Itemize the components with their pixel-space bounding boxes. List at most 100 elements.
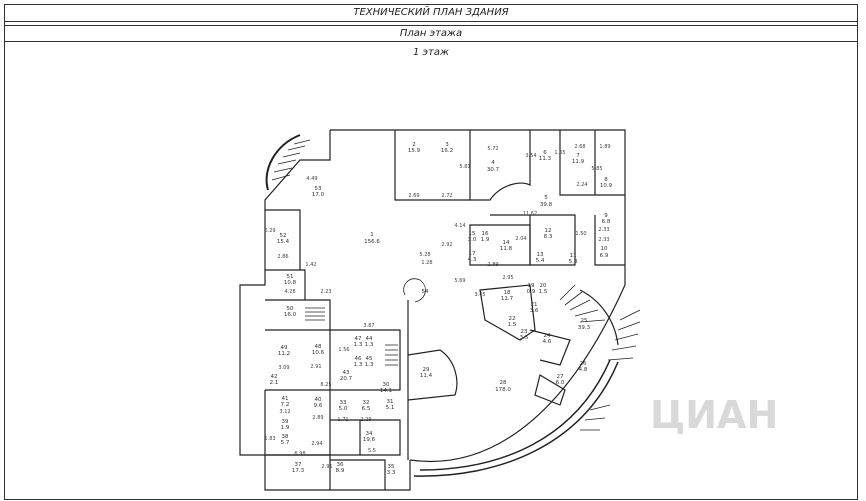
room-5-area: 39.8 bbox=[540, 202, 553, 208]
dimension-label: 2.94 bbox=[311, 441, 322, 447]
room-5-number: 5 bbox=[544, 195, 548, 201]
dimension-label: 2.89 bbox=[312, 415, 323, 421]
watermark: ЦИАН bbox=[650, 393, 778, 437]
room-3-area: 16.2 bbox=[441, 148, 453, 154]
room-26-number: 26 bbox=[580, 361, 587, 367]
dimension-label: 2.89 bbox=[487, 262, 498, 268]
room-15-number: 15 bbox=[469, 231, 476, 237]
curved-facade bbox=[413, 359, 619, 477]
room-20-area: 1.5 bbox=[539, 289, 548, 295]
room-1-number: 1 bbox=[370, 232, 374, 238]
room-29-number: 29 bbox=[423, 367, 430, 373]
room-33-area: 5.0 bbox=[339, 406, 348, 412]
dimension-label: 11.62 bbox=[523, 211, 537, 217]
room-27-number: 27 bbox=[557, 374, 564, 380]
dimension-label: 2.92 bbox=[441, 242, 452, 248]
room-31-number: 31 bbox=[387, 399, 394, 405]
room-30-area: 14.1 bbox=[380, 388, 392, 394]
room-21-area: 3.6 bbox=[530, 308, 539, 314]
document-subtitle: План этажа bbox=[5, 25, 857, 42]
room-6-area: 11.3 bbox=[539, 156, 552, 162]
room-33-number: 33 bbox=[340, 400, 347, 406]
room-30-number: 30 bbox=[383, 382, 390, 388]
room-52-area: 15.4 bbox=[277, 239, 290, 245]
room-37-area: 17.3 bbox=[292, 468, 305, 474]
room-24-area: 4.6 bbox=[543, 339, 552, 345]
stairs bbox=[271, 139, 641, 431]
room-38-area: 5.7 bbox=[281, 440, 290, 446]
dimension-label: 1.42 bbox=[305, 262, 316, 268]
dimension-label: 5.28 bbox=[419, 252, 430, 258]
room-47-area: 1.3 bbox=[354, 342, 363, 348]
dimension-label: 3.45 bbox=[474, 292, 485, 298]
dimension-label: 1.83 bbox=[264, 436, 275, 442]
room-10-number: 10 bbox=[601, 246, 608, 252]
document-frame: ТЕХНИЧЕСКИЙ ПЛАН ЗДАНИЯ План этажа 1 эта… bbox=[4, 4, 858, 500]
room-25-area: 39.3 bbox=[578, 325, 591, 331]
dimension-labels: 2.69 2.72 5.72 5.81 1.89 2.68 2.24 5.85 … bbox=[264, 144, 610, 470]
dimension-label: 2.24 bbox=[576, 182, 587, 188]
document-title: ТЕХНИЧЕСКИЙ ПЛАН ЗДАНИЯ bbox=[5, 5, 857, 22]
room-53-number: 53 bbox=[315, 186, 322, 192]
dimension-label: 2.23 bbox=[320, 289, 331, 295]
dimension-label: 5.85 bbox=[591, 166, 602, 172]
room-29-area: 11.4 bbox=[420, 373, 433, 379]
room-2-area: 15.9 bbox=[408, 148, 421, 154]
room-8-area: 10.9 bbox=[600, 183, 613, 189]
dimension-label: 2.33 bbox=[598, 227, 609, 233]
room-46-area: 1.3 bbox=[354, 362, 363, 368]
room-44-area: 1.3 bbox=[365, 342, 374, 348]
floor-title: 1 этаж bbox=[413, 47, 449, 58]
room-17-number: 17 bbox=[469, 251, 476, 257]
dimension-label: 5.5 bbox=[368, 448, 376, 454]
room-51-area: 10.8 bbox=[284, 280, 297, 286]
dimension-label: 2.95 bbox=[502, 275, 513, 281]
room-24-number: 24 bbox=[544, 333, 551, 339]
room-54-number: 54 bbox=[422, 289, 429, 295]
room-45-area: 1.3 bbox=[365, 362, 374, 368]
room-4-area: 30.7 bbox=[487, 167, 500, 173]
room-23-number: 23 bbox=[521, 329, 528, 335]
room-28-number: 28 bbox=[500, 380, 507, 386]
dimension-label: 1.71 bbox=[337, 417, 348, 423]
room-43-area: 20.7 bbox=[340, 376, 353, 382]
dimension-label: 2.69 bbox=[408, 193, 419, 199]
room-46-number: 46 bbox=[355, 356, 362, 362]
room-40-area: 9.6 bbox=[314, 403, 323, 409]
room-39-area: 1.9 bbox=[281, 425, 290, 431]
dimension-label: 5.72 bbox=[487, 146, 498, 152]
room-7-number: 7 bbox=[576, 153, 580, 159]
room-2-number: 2 bbox=[412, 142, 416, 148]
room-51-number: 51 bbox=[287, 274, 294, 280]
room-50-number: 50 bbox=[287, 306, 294, 312]
dimension-label: 2.68 bbox=[574, 144, 585, 150]
room-40-number: 40 bbox=[315, 397, 322, 403]
dimension-label: 2.91 bbox=[310, 364, 321, 370]
room-35-number: 35 bbox=[388, 464, 395, 470]
room-32-number: 32 bbox=[363, 400, 370, 406]
room-14-number: 14 bbox=[503, 240, 510, 246]
room-25-number: 25 bbox=[581, 318, 588, 324]
room-41-number: 41 bbox=[282, 396, 289, 402]
room-19-area: 0.9 bbox=[527, 289, 536, 295]
room-11-number: 11 bbox=[570, 253, 577, 259]
room-36-number: 36 bbox=[337, 462, 344, 468]
dimension-label: 3.54 bbox=[525, 153, 536, 159]
room-3-number: 3 bbox=[445, 142, 449, 148]
dimension-label: 3.09 bbox=[278, 365, 289, 371]
room-15-area: 3.0 bbox=[468, 237, 477, 243]
room-36-area: 8.9 bbox=[336, 468, 345, 474]
walls bbox=[239, 129, 626, 491]
room-10-area: 6.9 bbox=[600, 253, 609, 259]
room-22-number: 22 bbox=[509, 316, 516, 322]
room-38-number: 38 bbox=[282, 434, 289, 440]
room-16-number: 16 bbox=[482, 231, 489, 237]
room-48-number: 48 bbox=[315, 344, 322, 350]
room-31-area: 5.1 bbox=[386, 405, 395, 411]
room-17-area: 4.3 bbox=[468, 257, 477, 263]
dimension-label: 1.56 bbox=[338, 347, 349, 353]
dimension-label: 4.49 bbox=[306, 176, 317, 182]
room-21-number: 21 bbox=[531, 302, 538, 308]
room-28-area: 178.0 bbox=[495, 387, 511, 393]
dimension-label: 1.50 bbox=[575, 231, 586, 237]
